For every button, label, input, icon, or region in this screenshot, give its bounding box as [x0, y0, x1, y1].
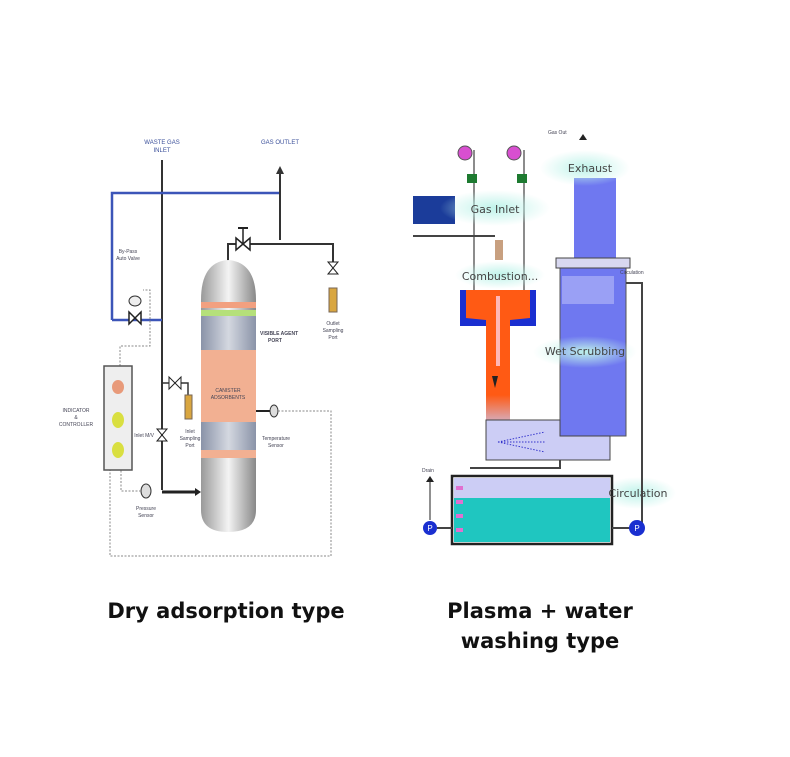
label-indicator-controller-2: &	[74, 415, 78, 421]
label-indicator-controller-3: CONTROLLER	[59, 422, 94, 428]
label-gas-inlet: Gas Inlet	[471, 203, 521, 216]
label-circulation-bottom: Circulation	[609, 487, 668, 500]
label-drain: Drain	[422, 468, 434, 474]
label-temperature-sensor: Temperature	[262, 436, 290, 442]
drain-pump-icon: P	[423, 521, 437, 535]
plasma-wet-scrubber-diagram: Gas Out Exhaust Gas Inlet Combustion... …	[413, 130, 676, 546]
label-pressure-sensor: Pressure	[136, 506, 156, 512]
label-inlet-sampling-port-2: Sampling	[180, 436, 201, 442]
label-bypass-valve: By-Pass	[119, 249, 138, 255]
label-visible-agent-port: VISIBLE AGENT	[260, 331, 298, 337]
circulation-glow	[600, 477, 676, 509]
return-pipe	[470, 460, 561, 469]
label-waste-gas-inlet: WASTE GAS	[144, 140, 179, 146]
spray-section	[562, 276, 614, 304]
caption-dry-adsorption: Dry adsorption type	[107, 599, 345, 623]
label-indicator-controller: INDICATOR	[62, 408, 89, 414]
label-outlet-sampling-port: Outlet	[326, 321, 340, 327]
label-inlet-mv: Inlet M/V	[134, 433, 154, 439]
wet-scrubbing-glow	[533, 336, 637, 368]
indicator-controller-panel	[103, 365, 133, 471]
outlet-valve-icon	[235, 227, 251, 252]
dry-adsorption-diagram: WASTE GAS INLET GAS OUTLET By-Pass Auto …	[59, 140, 344, 557]
down-arrow-icon	[492, 376, 498, 388]
circulation-pump-icon: P	[629, 520, 645, 536]
exhaust-glow	[540, 150, 630, 186]
circulation-pump-label: P	[634, 524, 639, 533]
label-canister-adsorbents: CANISTER	[215, 388, 241, 394]
quench-chamber	[485, 419, 611, 461]
tank-water	[454, 498, 610, 542]
label-inlet-sampling-port: Inlet	[185, 429, 195, 435]
outlet-sampling-port-icon	[326, 261, 340, 313]
label-gas-out: Gas Out	[548, 130, 567, 136]
pressure-sensor-icon	[140, 483, 152, 499]
adsorbent-bed	[201, 350, 256, 422]
label-canister-adsorbents-2: ADSORBENTS	[211, 395, 246, 401]
label-outlet-sampling-port-2: Sampling	[323, 328, 344, 334]
label-inlet-sampling-port-3: Port	[185, 443, 195, 449]
gas-out-arrow-icon	[579, 134, 587, 140]
bypass-valve-icon	[128, 295, 142, 326]
drain-pump-label: P	[427, 524, 432, 533]
label-waste-gas-inlet-2: INLET	[153, 148, 170, 154]
top-pipe	[227, 243, 334, 262]
pressure-signal-line	[120, 470, 141, 492]
signal-line	[109, 410, 332, 557]
tower-top	[555, 257, 631, 269]
label-gas-outlet: GAS OUTLET	[261, 140, 299, 146]
label-combustion: Combustion...	[462, 270, 538, 283]
plasma-arc	[496, 296, 500, 366]
label-pressure-sensor-2: Sensor	[138, 513, 154, 519]
caption-plasma-line1: Plasma + water	[447, 599, 633, 623]
inlet-sampling-valve-icon	[168, 375, 182, 391]
temperature-sensor-icon	[269, 404, 279, 418]
inlet-sampling-pipe	[162, 382, 189, 395]
caption-plasma-line2: washing type	[460, 629, 620, 653]
outlet-arrow-icon	[276, 166, 284, 174]
inlet-arrow-icon	[195, 488, 201, 496]
combustion-glow	[455, 261, 545, 289]
label-outlet-sampling-port-3: Port	[328, 335, 338, 341]
label-temperature-sensor-2: Sensor	[268, 443, 284, 449]
tank-headspace	[454, 478, 610, 498]
label-visible-agent-port-2: PORT	[268, 338, 282, 344]
label-wet-scrubbing: Wet Scrubbing	[545, 345, 625, 358]
drain-arrow-icon	[426, 476, 434, 482]
tank-nozzle-icons	[456, 486, 463, 532]
label-bypass-valve-2: Auto Valve	[116, 256, 140, 262]
circulation-pipe	[626, 282, 643, 525]
exhaust-stack	[574, 178, 616, 262]
inlet-mv-valve-icon	[155, 428, 169, 442]
water-spray-icon	[497, 431, 546, 453]
bypass-pipe	[110, 191, 280, 320]
controller-signal-line	[119, 289, 151, 366]
label-exhaust: Exhaust	[568, 162, 613, 175]
gas-inlet-glow	[440, 190, 550, 226]
adsorption-canister: CANISTER ADSORBENTS	[201, 260, 256, 532]
inlet-sampling-port-icon	[184, 394, 193, 420]
label-circulation-top: Circulation	[620, 270, 644, 276]
